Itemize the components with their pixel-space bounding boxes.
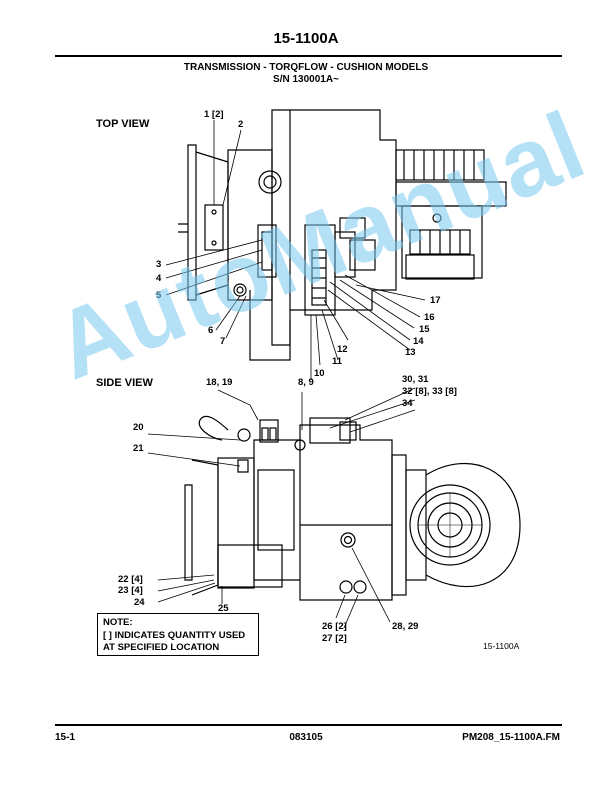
callout-24: 24 bbox=[134, 597, 145, 608]
page-title: 15-1100A bbox=[273, 30, 339, 47]
callout-7: 7 bbox=[220, 336, 226, 347]
quantity-note-box: NOTE: [ ] INDICATES QUANTITY USED AT SPE… bbox=[97, 613, 259, 656]
callout-20: 20 bbox=[133, 422, 144, 433]
footer-rule bbox=[55, 724, 562, 726]
callout-11: 11 bbox=[332, 356, 343, 367]
callout-4: 4 bbox=[156, 273, 162, 284]
callout-28-29: 28, 29 bbox=[392, 621, 419, 632]
figure-id: 15-1100A bbox=[483, 641, 520, 651]
subtitle-line-1: TRANSMISSION - TORQFLOW - CUSHION MODELS bbox=[183, 62, 429, 73]
callout-1: 1 [2] bbox=[204, 109, 224, 120]
callout-18-19: 18, 19 bbox=[206, 377, 233, 388]
footer-page-number: 15-1 bbox=[55, 732, 76, 743]
note-line-1: [ ] INDICATES QUANTITY USED bbox=[103, 629, 246, 641]
callout-34: 34 bbox=[402, 398, 413, 409]
callout-6: 6 bbox=[208, 325, 214, 336]
callout-21: 21 bbox=[133, 443, 144, 454]
callout-10: 10 bbox=[314, 368, 325, 379]
callout-27: 27 [2] bbox=[322, 633, 347, 644]
top-view-label: TOP VIEW bbox=[96, 118, 150, 130]
footer-file-name: PM208_15-1100A.FM bbox=[462, 732, 560, 743]
callout-17: 17 bbox=[430, 295, 441, 306]
callout-15: 15 bbox=[419, 324, 430, 335]
callout-26: 26 [2] bbox=[322, 621, 347, 632]
header-rule bbox=[55, 55, 562, 57]
callout-13: 13 bbox=[405, 347, 416, 358]
callout-5: 5 bbox=[156, 290, 162, 301]
callout-30-31: 30, 31 bbox=[402, 374, 429, 385]
callout-2: 2 bbox=[238, 119, 244, 130]
note-heading: NOTE: bbox=[103, 617, 133, 628]
callout-3: 3 bbox=[156, 259, 162, 270]
note-line-2: AT SPECIFIED LOCATION bbox=[103, 642, 220, 653]
callout-23: 23 [4] bbox=[118, 585, 143, 596]
callout-12: 12 bbox=[337, 344, 348, 355]
callout-14: 14 bbox=[413, 336, 424, 347]
callout-8-9: 8, 9 bbox=[298, 377, 314, 388]
side-view-label: SIDE VIEW bbox=[96, 377, 153, 389]
subtitle-line-2: S/N 130001A~ bbox=[273, 74, 339, 85]
footer-date-code: 083105 bbox=[289, 732, 323, 743]
callout-22: 22 [4] bbox=[118, 574, 143, 585]
callout-32-33: 32 [8], 33 [8] bbox=[402, 386, 457, 397]
callout-16: 16 bbox=[424, 312, 435, 323]
callout-25: 25 bbox=[218, 603, 229, 614]
